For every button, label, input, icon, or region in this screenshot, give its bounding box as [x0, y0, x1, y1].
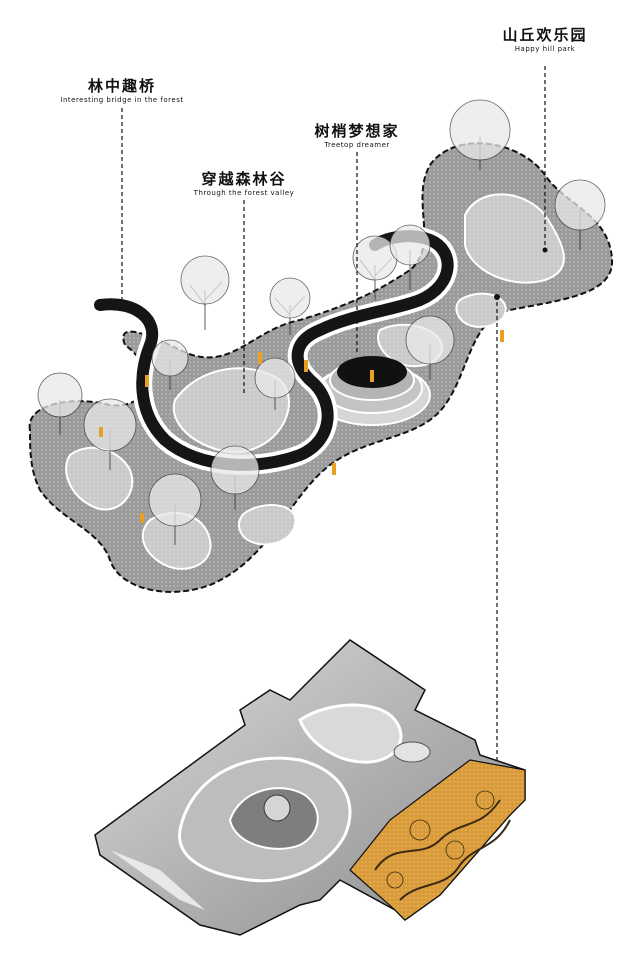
label-dreamer-en: Treetop dreamer: [324, 141, 390, 149]
play-zone-orange: [349, 759, 526, 921]
tree-icon: [389, 224, 431, 290]
tree-icon: [180, 255, 230, 330]
tree-icon: [386, 790, 495, 889]
label-valley-en: Through the forest valley: [193, 189, 295, 197]
park-ground: [28, 142, 614, 593]
label-valley-cn: 穿越森林谷: [201, 170, 287, 188]
person-icon: [99, 427, 103, 437]
leader-dot-base: [494, 294, 500, 300]
person-icon: [304, 360, 308, 372]
label-dreamer-cn: 树梢梦想家: [314, 122, 400, 140]
label-hill: 山丘欢乐园 Happy hill park: [495, 26, 595, 54]
tree-icon: [352, 235, 398, 300]
tree-icon: [37, 372, 83, 435]
tree-icon: [254, 357, 296, 410]
tree-icon: [405, 315, 455, 380]
label-dreamer: 树梢梦想家 Treetop dreamer: [302, 122, 412, 150]
person-icon: [258, 352, 262, 364]
tree-icon: [148, 473, 202, 545]
tree-icon: [83, 398, 137, 470]
tree-icon: [269, 277, 311, 335]
tree-icon: [210, 445, 260, 510]
label-valley: 穿越森林谷 Through the forest valley: [179, 170, 309, 198]
leader-lines: [121, 66, 546, 765]
label-bridge: 林中趣桥 Interesting bridge in the forest: [52, 77, 192, 105]
label-hill-en: Happy hill park: [514, 45, 576, 53]
tree-icon: [554, 179, 606, 250]
person-icon: [370, 370, 374, 382]
person-icon: [332, 463, 336, 475]
people-figures: [99, 330, 504, 523]
label-hill-cn: 山丘欢乐园: [502, 26, 588, 44]
person-icon: [140, 513, 144, 523]
leader-dot-hill: [542, 247, 548, 253]
person-icon: [145, 375, 149, 387]
person-icon: [500, 330, 504, 342]
tree-icon: [449, 99, 511, 170]
trees-upper: [37, 99, 606, 545]
label-bridge-cn: 林中趣桥: [87, 77, 156, 95]
forest-bridge: [90, 226, 458, 475]
label-bridge-en: Interesting bridge in the forest: [60, 96, 184, 104]
tree-icon: [151, 339, 189, 390]
